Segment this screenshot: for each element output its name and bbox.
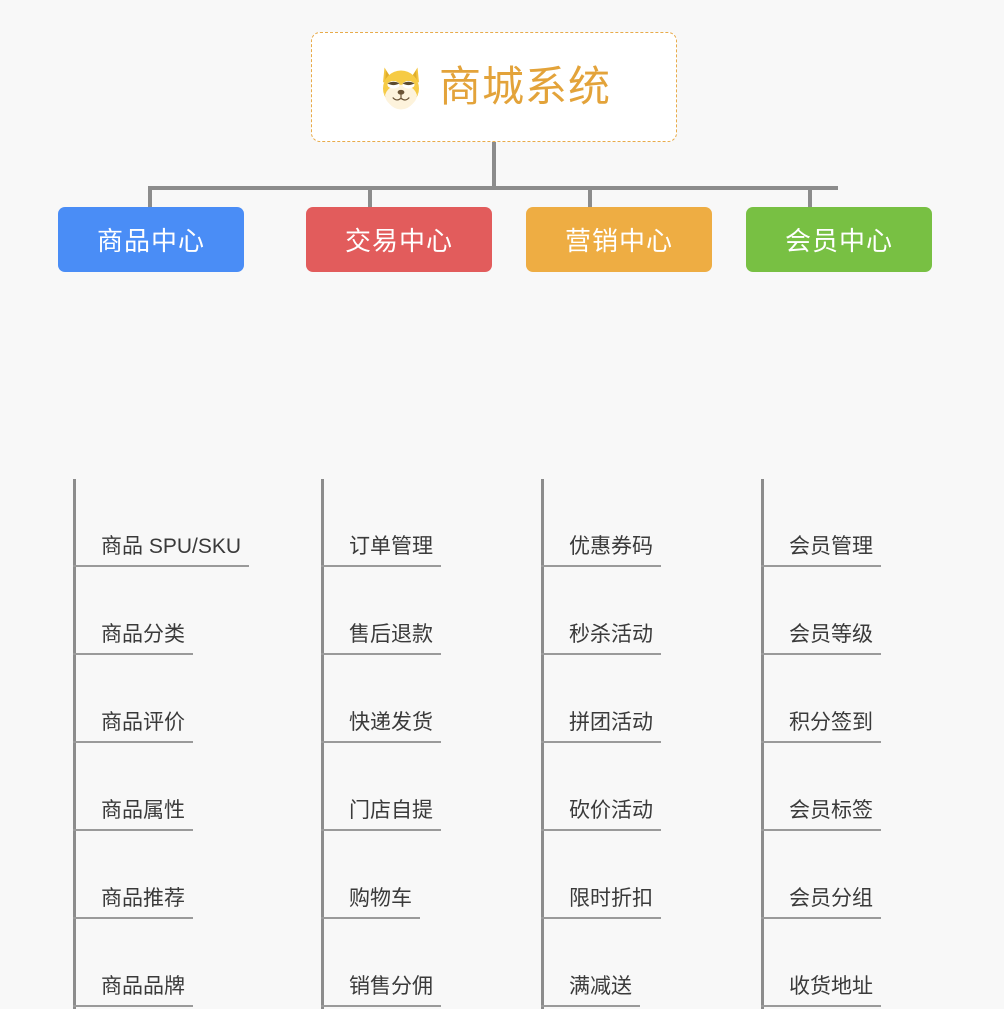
leaf-list-member-center: 会员管理 会员等级 积分签到 会员标签 会员分组 收货地址 xyxy=(761,479,932,1009)
list-item[interactable]: 满减送 xyxy=(541,919,640,1007)
list-item[interactable]: 销售分佣 xyxy=(321,919,441,1007)
leaf-label: 秒杀活动 xyxy=(541,623,661,655)
list-item[interactable]: 商品属性 xyxy=(73,743,193,831)
leaf-label: 积分签到 xyxy=(761,711,881,743)
leaf-label: 购物车 xyxy=(321,887,420,919)
branch-trade-center: 交易中心 订单管理 售后退款 快递发货 门店自提 购物车 销售分佣 xyxy=(306,207,492,1009)
leaf-label: 订单管理 xyxy=(321,535,441,567)
list-item[interactable]: 会员管理 xyxy=(761,479,881,567)
list-item[interactable]: 优惠券码 xyxy=(541,479,661,567)
list-item[interactable]: 商品评价 xyxy=(73,655,193,743)
mindmap-canvas: 商城系统 商品中心 商品 SPU/SKU 商品分类 商品评价 商品属性 商品推荐… xyxy=(58,32,932,1009)
connector-stem xyxy=(492,142,496,188)
list-item[interactable]: 秒杀活动 xyxy=(541,567,661,655)
connector-drop-3 xyxy=(588,186,592,210)
leaf-label: 售后退款 xyxy=(321,623,441,655)
leaf-label: 商品推荐 xyxy=(73,887,193,919)
branch-rail xyxy=(541,479,544,1009)
list-item[interactable]: 商品分类 xyxy=(73,567,193,655)
leaf-label: 商品分类 xyxy=(73,623,193,655)
leaf-label: 商品品牌 xyxy=(73,975,193,1007)
category-label: 营销中心 xyxy=(564,226,673,256)
connector-drop-2 xyxy=(368,186,372,210)
leaf-list-trade-center: 订单管理 售后退款 快递发货 门店自提 购物车 销售分佣 xyxy=(321,479,492,1009)
leaf-label: 收货地址 xyxy=(761,975,881,1007)
leaf-label: 拼团活动 xyxy=(541,711,661,743)
list-item[interactable]: 积分签到 xyxy=(761,655,881,743)
leaf-label: 限时折扣 xyxy=(541,887,661,919)
category-box-member-center[interactable]: 会员中心 xyxy=(746,207,932,272)
list-item[interactable]: 拼团活动 xyxy=(541,655,661,743)
list-item[interactable]: 商品 SPU/SKU xyxy=(73,479,250,567)
list-item[interactable]: 会员等级 xyxy=(761,567,881,655)
leaf-label: 会员标签 xyxy=(761,799,881,831)
list-item[interactable]: 收货地址 xyxy=(761,919,881,1007)
list-item[interactable]: 购物车 xyxy=(321,831,420,919)
list-item[interactable]: 门店自提 xyxy=(321,743,441,831)
leaf-label: 会员等级 xyxy=(761,623,881,655)
branch-marketing-center: 营销中心 优惠券码 秒杀活动 拼团活动 砍价活动 限时折扣 满减送 xyxy=(526,207,712,1009)
list-item[interactable]: 商品品牌 xyxy=(73,919,193,1007)
branch-rail xyxy=(73,479,76,1009)
root-title: 商城系统 xyxy=(438,63,611,110)
branch-product-center: 商品中心 商品 SPU/SKU 商品分类 商品评价 商品属性 商品推荐 商品品牌 xyxy=(58,207,250,1009)
branch-rail xyxy=(761,479,764,1009)
leaf-label: 商品属性 xyxy=(73,799,193,831)
list-item[interactable]: 砍价活动 xyxy=(541,743,661,831)
shiba-dog-icon xyxy=(382,67,419,110)
leaf-label: 商品评价 xyxy=(73,711,193,743)
category-label: 会员中心 xyxy=(784,226,893,256)
connector-bus xyxy=(148,186,838,190)
list-item[interactable]: 会员分组 xyxy=(761,831,881,919)
leaf-label: 优惠券码 xyxy=(541,535,661,567)
leaf-label: 快递发货 xyxy=(321,711,441,743)
leaf-list-marketing-center: 优惠券码 秒杀活动 拼团活动 砍价活动 限时折扣 满减送 xyxy=(541,479,712,1009)
list-item[interactable]: 商品推荐 xyxy=(73,831,193,919)
leaf-label: 满减送 xyxy=(541,975,640,1007)
category-box-product-center[interactable]: 商品中心 xyxy=(58,207,244,272)
list-item[interactable]: 会员标签 xyxy=(761,743,881,831)
list-item[interactable]: 快递发货 xyxy=(321,655,441,743)
category-box-marketing-center[interactable]: 营销中心 xyxy=(526,207,712,272)
leaf-label: 砍价活动 xyxy=(541,799,661,831)
branch-member-center: 会员中心 会员管理 会员等级 积分签到 会员标签 会员分组 收货地址 xyxy=(746,207,932,1009)
connector-drop-4 xyxy=(808,186,812,210)
list-item[interactable]: 售后退款 xyxy=(321,567,441,655)
leaf-label: 会员管理 xyxy=(761,535,881,567)
root-node[interactable]: 商城系统 xyxy=(311,32,677,142)
leaf-label: 会员分组 xyxy=(761,887,881,919)
category-label: 商品中心 xyxy=(96,226,205,256)
leaf-label: 商品 SPU/SKU xyxy=(73,535,250,567)
leaf-label: 门店自提 xyxy=(321,799,441,831)
category-box-trade-center[interactable]: 交易中心 xyxy=(306,207,492,272)
list-item[interactable]: 限时折扣 xyxy=(541,831,661,919)
category-label: 交易中心 xyxy=(344,226,453,256)
connector-drop-1 xyxy=(148,186,152,210)
branch-rail xyxy=(321,479,324,1009)
list-item[interactable]: 订单管理 xyxy=(321,479,441,567)
leaf-label: 销售分佣 xyxy=(321,975,441,1007)
leaf-list-product-center: 商品 SPU/SKU 商品分类 商品评价 商品属性 商品推荐 商品品牌 xyxy=(73,479,250,1009)
